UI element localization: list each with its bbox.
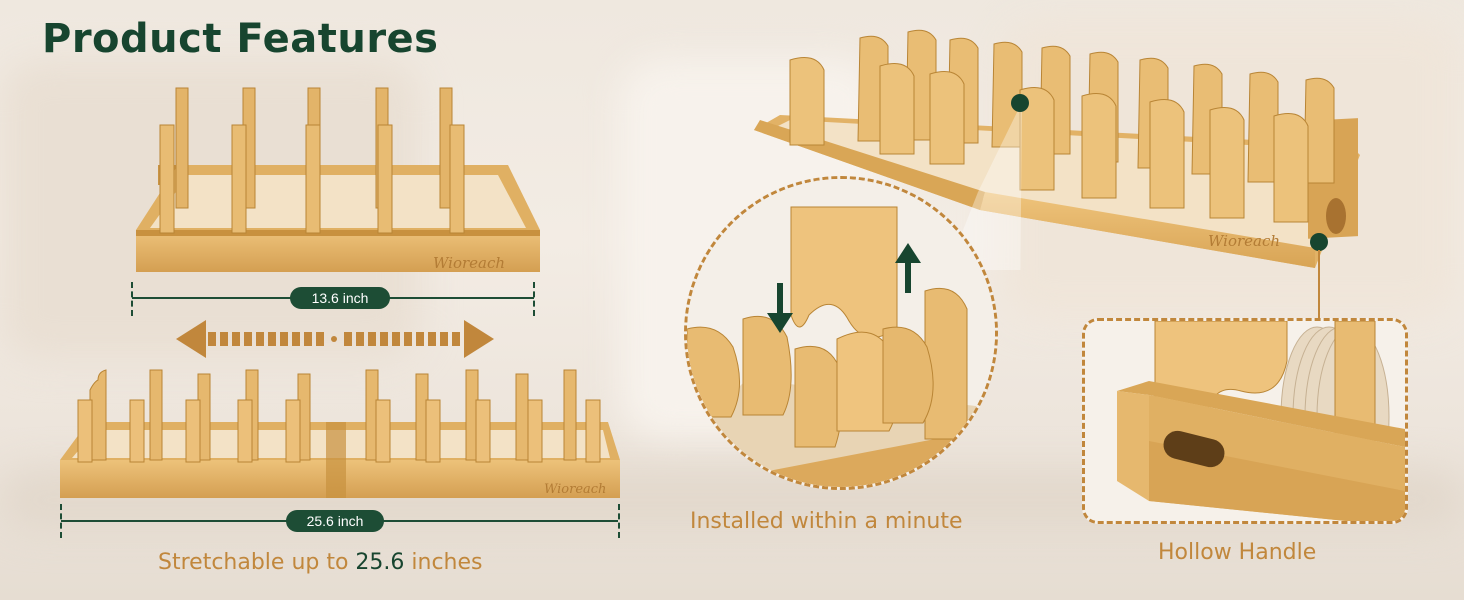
dim-extended-label: 25.6 inch (286, 510, 384, 532)
rack-closed-image: Wioreach (136, 87, 540, 272)
double-arrow-icon (176, 320, 494, 358)
install-detail-image (687, 179, 995, 487)
rack-angled-image: Wioreach (754, 29, 1360, 270)
install-detail-circle (684, 176, 998, 490)
dim-closed-right-tick (533, 282, 535, 316)
stretch-caption: Stretchable up to 25.6 inches (158, 550, 483, 575)
handle-detail-frame (1082, 318, 1408, 524)
stretch-caption-suffix: inches (404, 550, 483, 575)
brand-mark: Wioreach (544, 482, 606, 497)
down-arrow-icon (767, 283, 793, 333)
handle-detail-image (1085, 321, 1405, 521)
stretch-caption-prefix: Stretchable up to (158, 550, 356, 575)
rack-extended-image: Wioreach (60, 369, 620, 498)
brand-mark: Wioreach (1208, 232, 1280, 250)
page-title: Product Features (42, 16, 439, 62)
dim-closed-label: 13.6 inch (290, 287, 390, 309)
brand-mark: Wioreach (433, 254, 505, 272)
stretch-caption-value: 25.6 (355, 550, 405, 575)
callout-line-handle (1318, 250, 1320, 320)
callout-dot-install (1011, 94, 1029, 112)
dim-closed-left-tick (131, 282, 133, 316)
handle-caption: Hollow Handle (1158, 540, 1317, 565)
up-arrow-icon (895, 243, 921, 293)
install-caption: Installed within a minute (690, 509, 963, 534)
callout-dot-handle (1310, 233, 1328, 251)
dim-extended-right-tick (618, 504, 620, 538)
